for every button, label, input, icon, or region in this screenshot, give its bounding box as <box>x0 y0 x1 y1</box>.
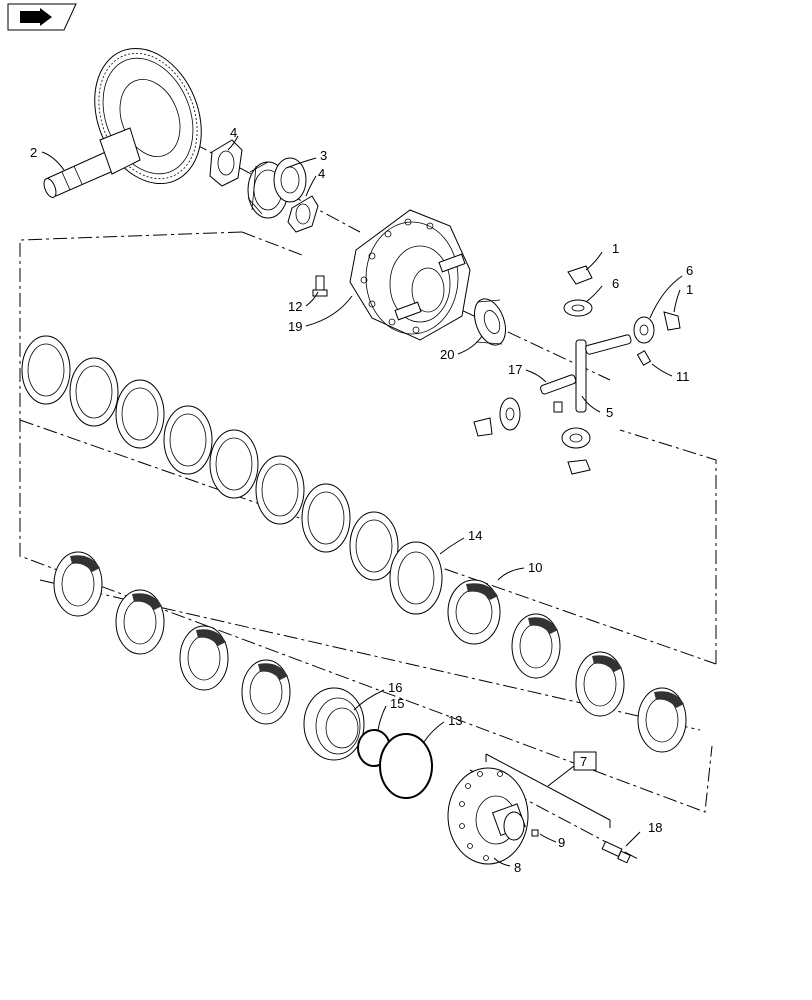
callout-20: 20 <box>440 347 454 362</box>
callout-6-right: 6 <box>686 263 693 278</box>
clutch-discs-friction <box>53 551 687 753</box>
callout-12: 12 <box>288 299 302 314</box>
bolt-12 <box>312 275 328 297</box>
group-box-7 <box>573 751 597 771</box>
callout-4-top: 4 <box>230 125 237 140</box>
piston-and-seals <box>303 687 433 799</box>
callout-18: 18 <box>648 820 662 835</box>
callout-11: 11 <box>676 369 690 384</box>
callout-15: 15 <box>390 696 404 711</box>
callout-1-top: 1 <box>612 241 619 256</box>
callout-leaders <box>41 135 683 867</box>
callout-14: 14 <box>468 528 482 543</box>
callout-16: 16 <box>388 680 402 695</box>
arrow-page-icon[interactable] <box>7 3 77 31</box>
group-bracket-7-leader <box>547 765 575 787</box>
side-gear-20 <box>473 298 507 346</box>
callout-1-right: 1 <box>686 282 693 297</box>
callout-5: 5 <box>606 405 613 420</box>
spider-shaft-assembly <box>473 265 681 475</box>
callout-9: 9 <box>558 835 565 850</box>
callout-13: 13 <box>448 713 462 728</box>
callout-17: 17 <box>508 362 522 377</box>
differential-hub <box>447 767 631 865</box>
callout-2: 2 <box>30 145 37 160</box>
group-bracket-7 <box>485 753 611 821</box>
callout-7: 7 <box>580 754 587 769</box>
bearing-and-thrust-washers <box>209 139 319 233</box>
callout-4-lower: 4 <box>318 166 325 181</box>
callout-19: 19 <box>288 319 302 334</box>
clutch-plates-steel <box>21 335 443 615</box>
callout-8: 8 <box>514 860 521 875</box>
callout-3: 3 <box>320 148 327 163</box>
callout-6-left: 6 <box>612 276 619 291</box>
ring-gear-pinion <box>43 47 202 198</box>
differential-case <box>349 209 471 341</box>
callout-10: 10 <box>528 560 542 575</box>
